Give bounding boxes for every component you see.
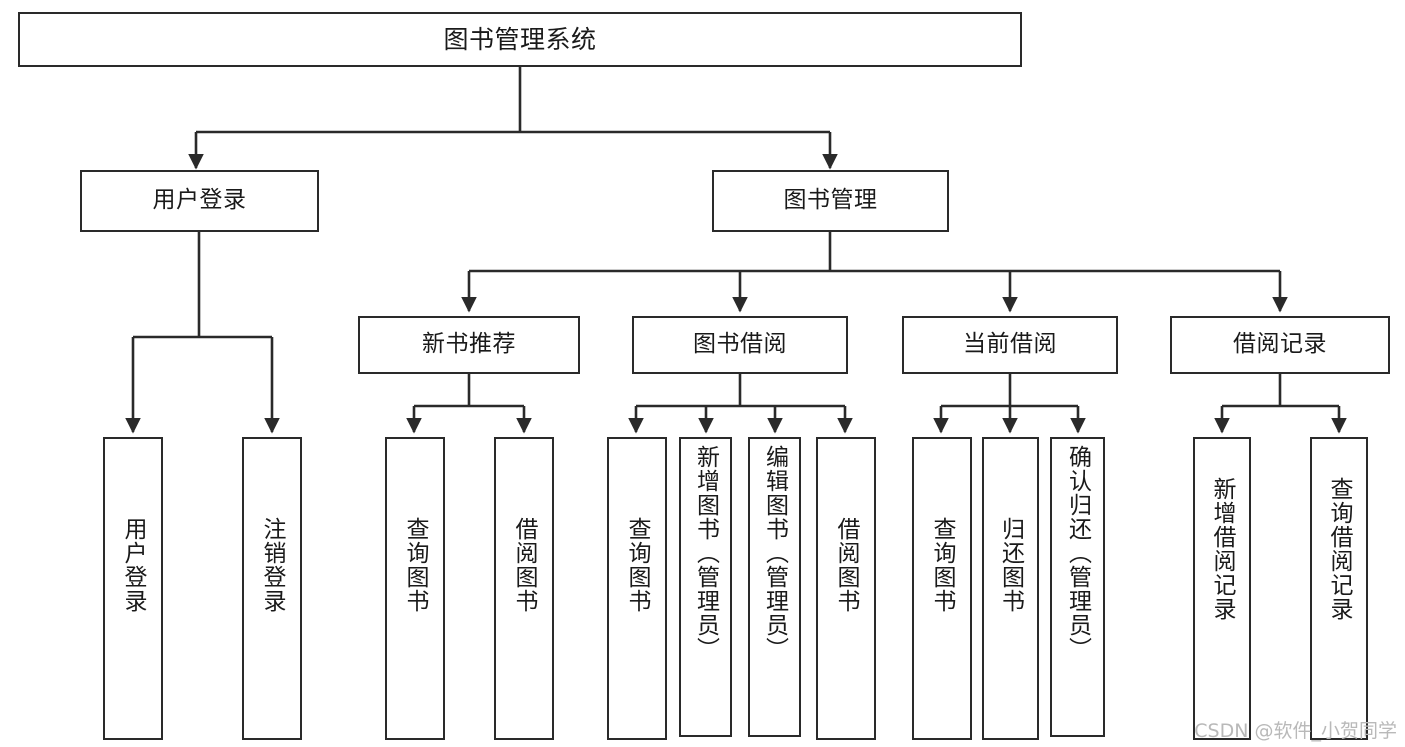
node-book-borrow[interactable]: 图书借阅: [632, 316, 848, 374]
node-label: 确认归还（管理员）: [1064, 445, 1091, 661]
node-label: 用户登录: [152, 187, 247, 214]
node-label: 当前借阅: [963, 331, 1057, 358]
node-label: 图书借阅: [693, 331, 787, 358]
leaf-node-query-book-3[interactable]: 查询图书: [912, 437, 972, 740]
leaf-node-add-book[interactable]: 新增图书（管理员）: [679, 437, 732, 737]
node-label: 图书管理: [783, 187, 878, 214]
node-user-login[interactable]: 用户登录: [80, 170, 319, 232]
node-label: 查询图书: [402, 517, 429, 613]
node-label: 新增图书（管理员）: [692, 445, 719, 661]
node-label: 归还图书: [997, 517, 1024, 613]
node-label: 新增借阅记录: [1209, 477, 1236, 621]
node-label: 查询图书: [624, 517, 651, 613]
node-label: 新书推荐: [422, 331, 516, 358]
node-book-manage[interactable]: 图书管理: [712, 170, 949, 232]
leaf-node-user-login[interactable]: 用户登录: [103, 437, 163, 740]
node-label: 编辑图书（管理员）: [761, 445, 788, 661]
node-label: 图书管理系统: [443, 24, 597, 54]
leaf-node-confirm-return[interactable]: 确认归还（管理员）: [1050, 437, 1105, 737]
leaf-node-borrow-book-2[interactable]: 借阅图书: [816, 437, 876, 740]
node-label: 注销登录: [259, 517, 286, 613]
leaf-node-query-book-1[interactable]: 查询图书: [385, 437, 445, 740]
leaf-node-query-book-2[interactable]: 查询图书: [607, 437, 667, 740]
node-label: 借阅图书: [833, 517, 860, 613]
node-label: 查询借阅记录: [1326, 477, 1353, 621]
node-label: 借阅记录: [1233, 331, 1327, 358]
node-root-system[interactable]: 图书管理系统: [18, 12, 1022, 67]
node-borrow-record[interactable]: 借阅记录: [1170, 316, 1390, 374]
node-label: 查询图书: [929, 517, 956, 613]
csdn-watermark: CSDN @软件_小贺同学: [1194, 720, 1397, 742]
leaf-node-edit-book[interactable]: 编辑图书（管理员）: [748, 437, 801, 737]
node-label: 用户登录: [120, 517, 147, 613]
node-current-borrow[interactable]: 当前借阅: [902, 316, 1118, 374]
node-new-book-recommend[interactable]: 新书推荐: [358, 316, 580, 374]
leaf-node-borrow-book-1[interactable]: 借阅图书: [494, 437, 554, 740]
leaf-node-query-record[interactable]: 查询借阅记录: [1310, 437, 1368, 740]
leaf-node-add-record[interactable]: 新增借阅记录: [1193, 437, 1251, 740]
leaf-node-logout-login[interactable]: 注销登录: [242, 437, 302, 740]
leaf-node-return-book[interactable]: 归还图书: [982, 437, 1039, 740]
node-label: 借阅图书: [511, 517, 538, 613]
